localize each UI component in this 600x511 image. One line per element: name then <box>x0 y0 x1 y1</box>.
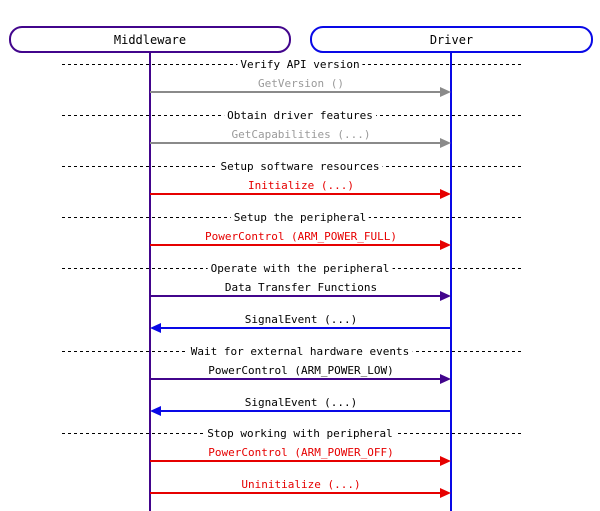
actor-box-middleware: Middleware <box>9 26 291 53</box>
lifeline-driver <box>450 53 452 511</box>
message-line <box>160 409 451 412</box>
message-label: SignalEvent (...) <box>244 396 358 409</box>
section-divider-label: Wait for external hardware events <box>187 345 413 358</box>
arrowhead-right-icon <box>440 239 451 250</box>
message-label: PowerControl (ARM_POWER_LOW) <box>208 364 394 377</box>
message-line <box>150 491 441 494</box>
section-divider-label: Operate with the peripheral <box>207 262 393 275</box>
message-label: GetVersion () <box>257 77 345 90</box>
arrowhead-right-icon <box>440 373 451 384</box>
message-line <box>150 294 441 297</box>
message-label: PowerControl (ARM_POWER_FULL) <box>204 230 398 243</box>
arrowhead-right-icon <box>440 455 451 466</box>
message-label: Initialize (...) <box>248 179 354 192</box>
message-line <box>150 192 441 195</box>
arrowhead-right-icon <box>440 487 451 498</box>
section-divider-label: Setup software resources <box>217 160 383 173</box>
actor-label-middleware: Middleware <box>113 32 187 47</box>
actor-box-driver: Driver <box>310 26 593 53</box>
message-line <box>150 90 441 93</box>
message-line <box>150 243 441 246</box>
message-label: Data Transfer Functions <box>224 281 378 294</box>
lifeline-middleware <box>149 53 151 511</box>
arrowhead-left-icon <box>150 405 161 416</box>
message-line <box>150 141 441 144</box>
actor-label-driver: Driver <box>429 32 474 47</box>
message-label: GetCapabilities (...) <box>231 128 371 141</box>
section-divider-label: Stop working with peripheral <box>204 427 396 440</box>
message-line <box>160 326 451 329</box>
message-line <box>150 459 441 462</box>
section-divider-label: Verify API version <box>237 58 363 71</box>
section-divider-label: Setup the peripheral <box>230 211 370 224</box>
message-line <box>150 377 441 380</box>
message-label: PowerControl (ARM_POWER_OFF) <box>208 446 394 459</box>
section-divider-label: Obtain driver features <box>224 109 376 122</box>
arrowhead-right-icon <box>440 137 451 148</box>
message-label: Uninitialize (...) <box>241 478 361 491</box>
arrowhead-left-icon <box>150 322 161 333</box>
arrowhead-right-icon <box>440 290 451 301</box>
message-label: SignalEvent (...) <box>244 313 358 326</box>
arrowhead-right-icon <box>440 188 451 199</box>
arrowhead-right-icon <box>440 86 451 97</box>
